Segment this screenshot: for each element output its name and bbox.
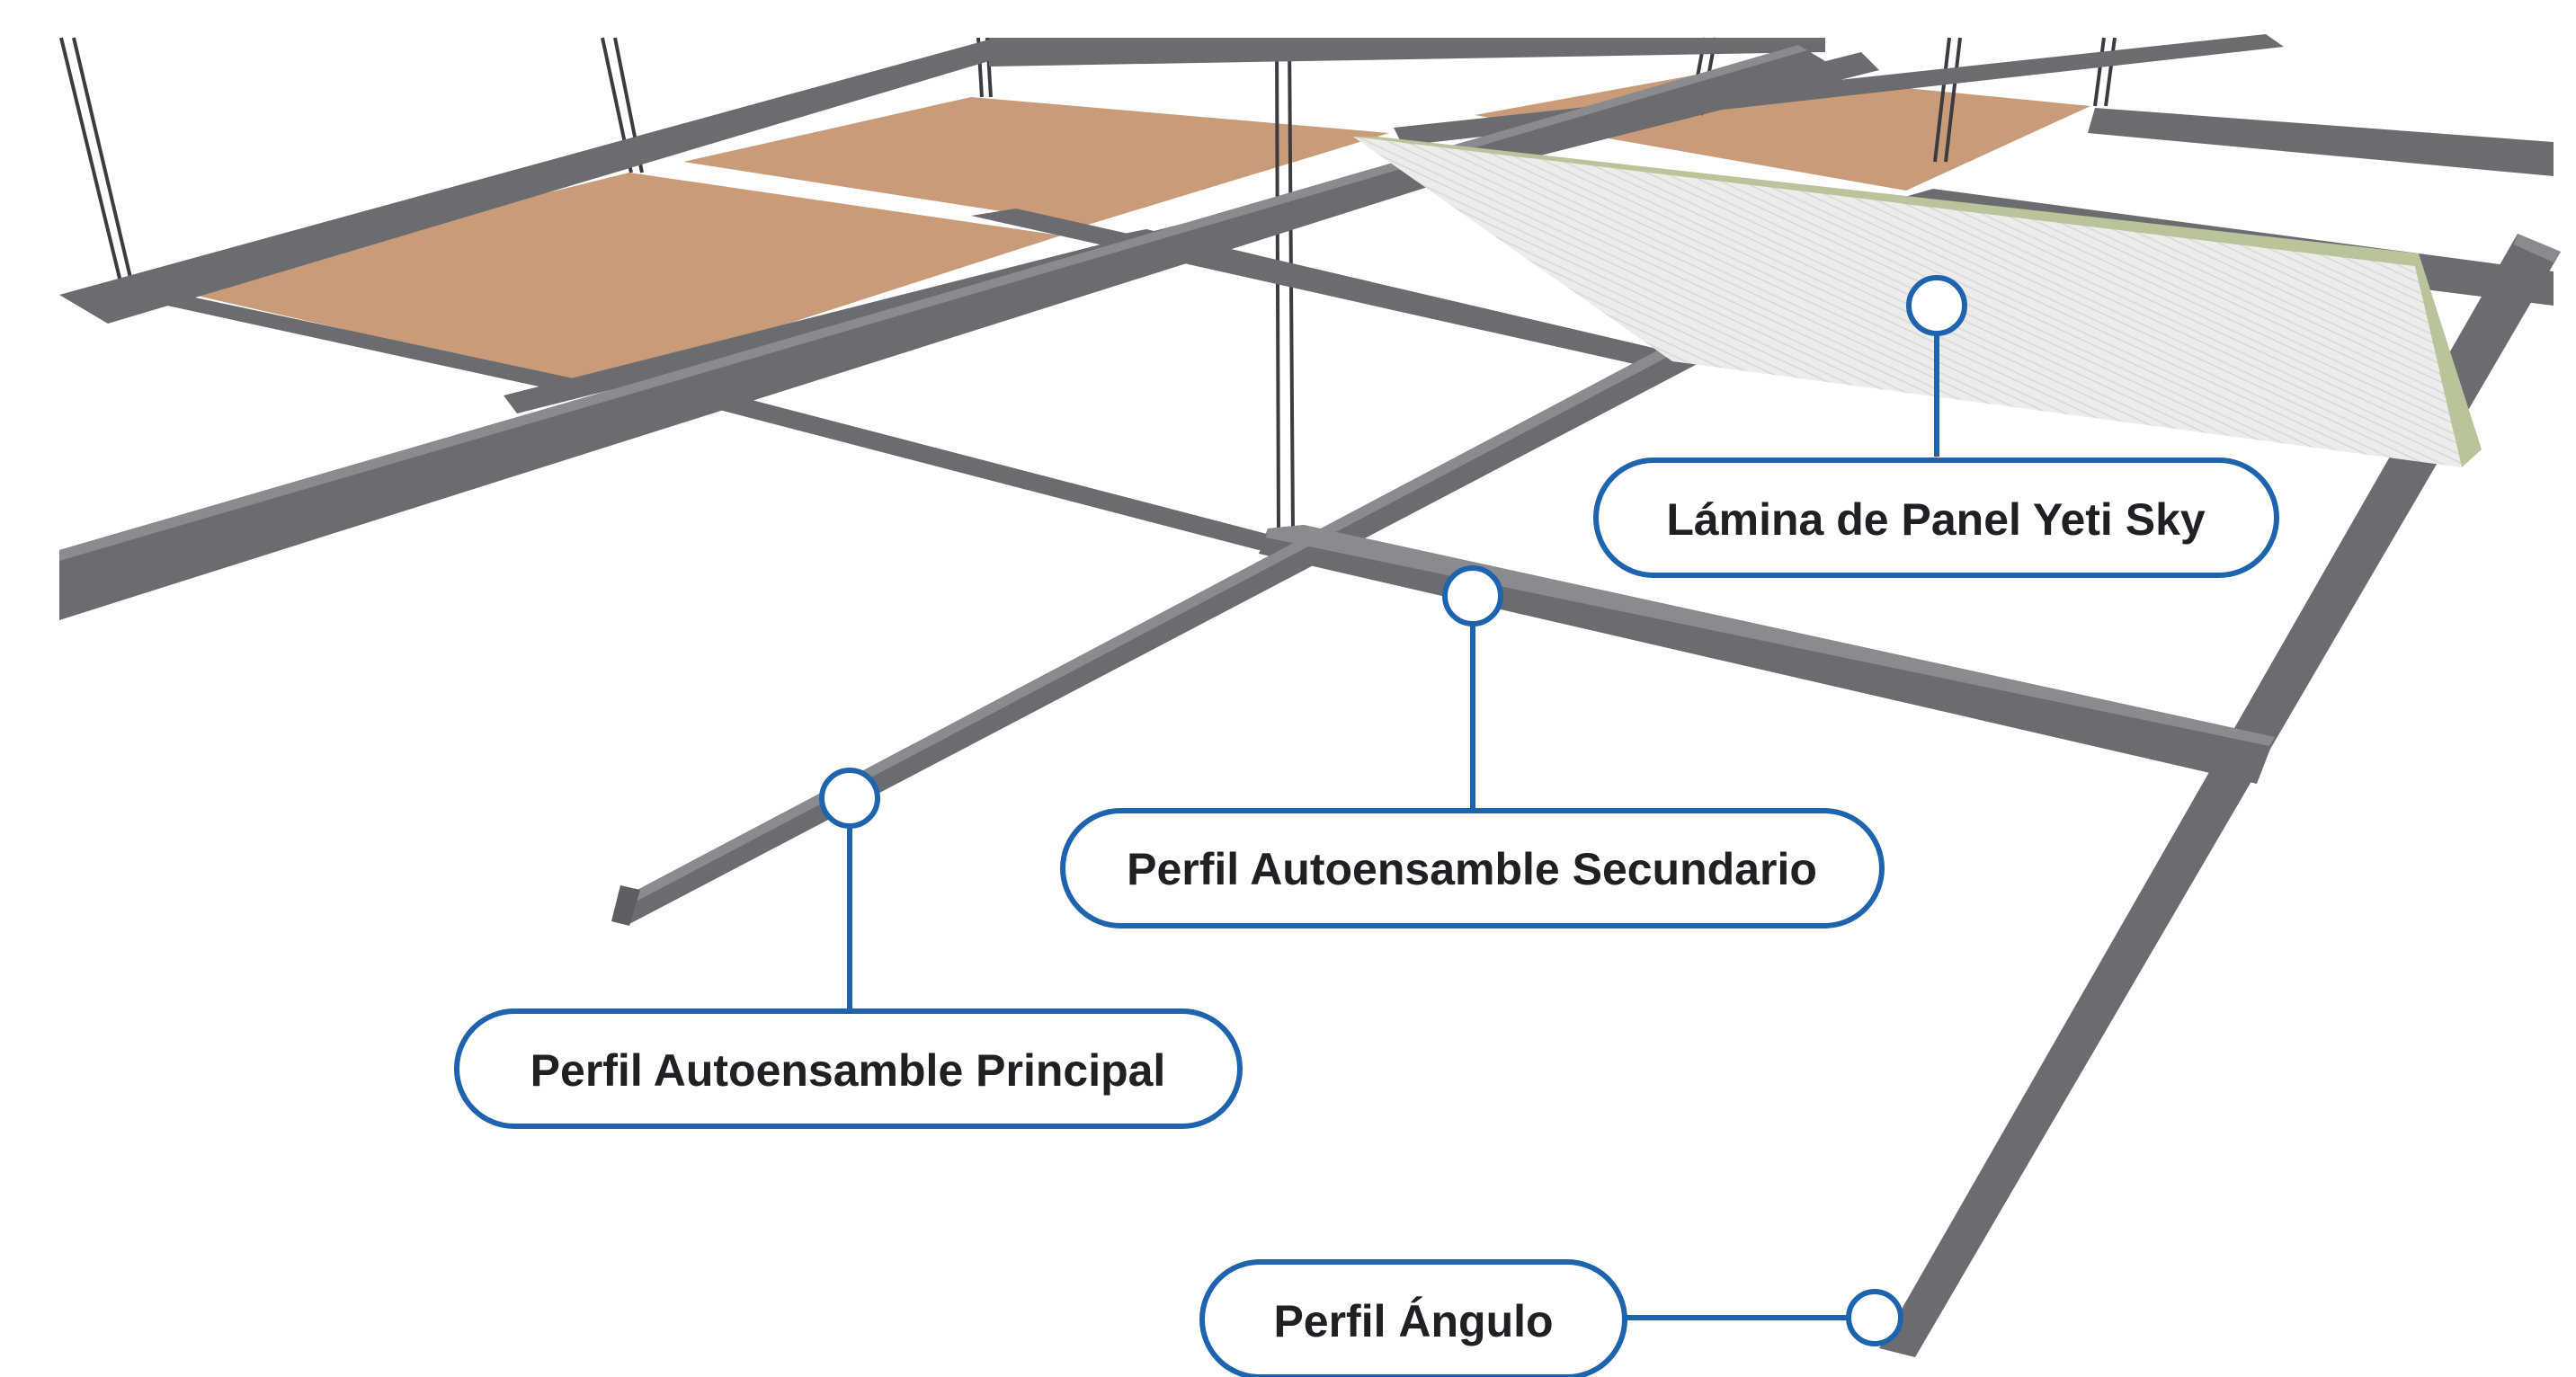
ceiling-tile-middle — [683, 97, 1389, 225]
beam-right-top — [2088, 108, 2554, 176]
beam-angle-long — [1879, 234, 2561, 1357]
callout-secundario: Perfil Autoensamble Secundario — [1060, 565, 1885, 928]
callout-secundario-label: Perfil Autoensamble Secundario — [1127, 844, 1817, 894]
callout-principal-label: Perfil Autoensamble Principal — [530, 1045, 1166, 1096]
callout-lamina-label: Lámina de Panel Yeti Sky — [1666, 494, 2206, 545]
callout-principal-marker — [819, 768, 880, 829]
callout-principal-box — [454, 1008, 1243, 1129]
ceiling-tile-left — [162, 173, 1061, 386]
panel-edge — [1353, 137, 2482, 467]
callout-secundario-box — [1060, 808, 1885, 928]
beam-back-upper — [59, 40, 1007, 324]
beam-principal-front — [620, 324, 1726, 924]
callout-principal: Perfil Autoensamble Principal — [454, 768, 1243, 1129]
callout-angulo-label: Perfil Ángulo — [1273, 1296, 1553, 1346]
beam-cross-2 — [629, 378, 1295, 550]
beam-cross-3 — [971, 209, 1690, 369]
beam-cross-4 — [1115, 229, 1672, 360]
beam-cross-1 — [126, 289, 611, 395]
callout-angulo: Perfil Ángulo — [1199, 1259, 1903, 1377]
callout-angulo-box — [1199, 1259, 1627, 1377]
beam-secondary-main — [1259, 525, 2275, 784]
principal-profile-end — [611, 885, 640, 926]
callout-lamina-marker — [1906, 275, 1967, 336]
callout-lamina-box — [1593, 458, 2279, 578]
beam-highlights — [59, 45, 2561, 908]
callout-angulo-marker — [1846, 1289, 1903, 1346]
callout-secundario-marker — [1442, 565, 1503, 626]
beam-back-top — [989, 38, 1825, 67]
callout-lamina: Lámina de Panel Yeti Sky — [1593, 275, 2279, 578]
